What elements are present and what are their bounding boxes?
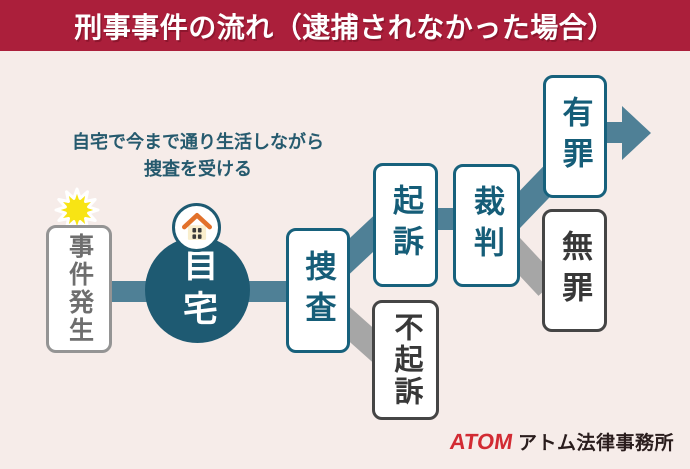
node-investigation: 捜査: [286, 228, 350, 353]
node-home: 自宅: [145, 237, 250, 343]
title-bar: 刑事事件の流れ（逮捕されなかった場合）: [0, 0, 690, 51]
home-icon: [172, 203, 221, 252]
house-window-pane: [197, 233, 202, 239]
logo: ATOM アトム法律事務所: [448, 428, 674, 455]
node-incident-label: 事件発生: [65, 233, 94, 345]
flow-arrow-icon: [600, 106, 651, 160]
node-not-guilty-label: 無罪: [557, 229, 592, 312]
note-line-2: 捜査を受ける: [144, 159, 252, 179]
node-guilty-label: 有罪: [557, 95, 593, 178]
note-text: 自宅で今まで通り生活しながら 捜査を受ける: [38, 129, 358, 183]
house-roof: [181, 212, 212, 229]
house-icon: [181, 212, 212, 240]
house-body: [187, 224, 206, 240]
house-window-pane: [191, 233, 196, 239]
node-non-prosecution: 不起訴: [372, 300, 439, 420]
node-prosecution-label: 起訴: [388, 184, 423, 266]
house-window-pane: [197, 227, 202, 233]
note-line-1: 自宅で今まで通り生活しながら: [72, 132, 324, 152]
logo-brand: ATOM: [448, 429, 515, 454]
logo-name: アトム法律事務所: [517, 433, 674, 454]
node-investigation-label: 捜査: [300, 249, 336, 332]
node-trial: 裁判: [453, 164, 520, 287]
node-home-label: 自宅: [178, 246, 217, 334]
node-trial-label: 裁判: [469, 184, 504, 267]
node-not-guilty: 無罪: [542, 209, 607, 332]
node-incident: 事件発生: [46, 225, 112, 353]
page-title: 刑事事件の流れ（逮捕されなかった場合）: [74, 11, 616, 43]
node-prosecution: 起訴: [373, 163, 438, 287]
house-window-pane: [191, 227, 196, 233]
node-non-prosecution-label: 不起訴: [390, 312, 422, 408]
node-guilty: 有罪: [543, 75, 607, 198]
